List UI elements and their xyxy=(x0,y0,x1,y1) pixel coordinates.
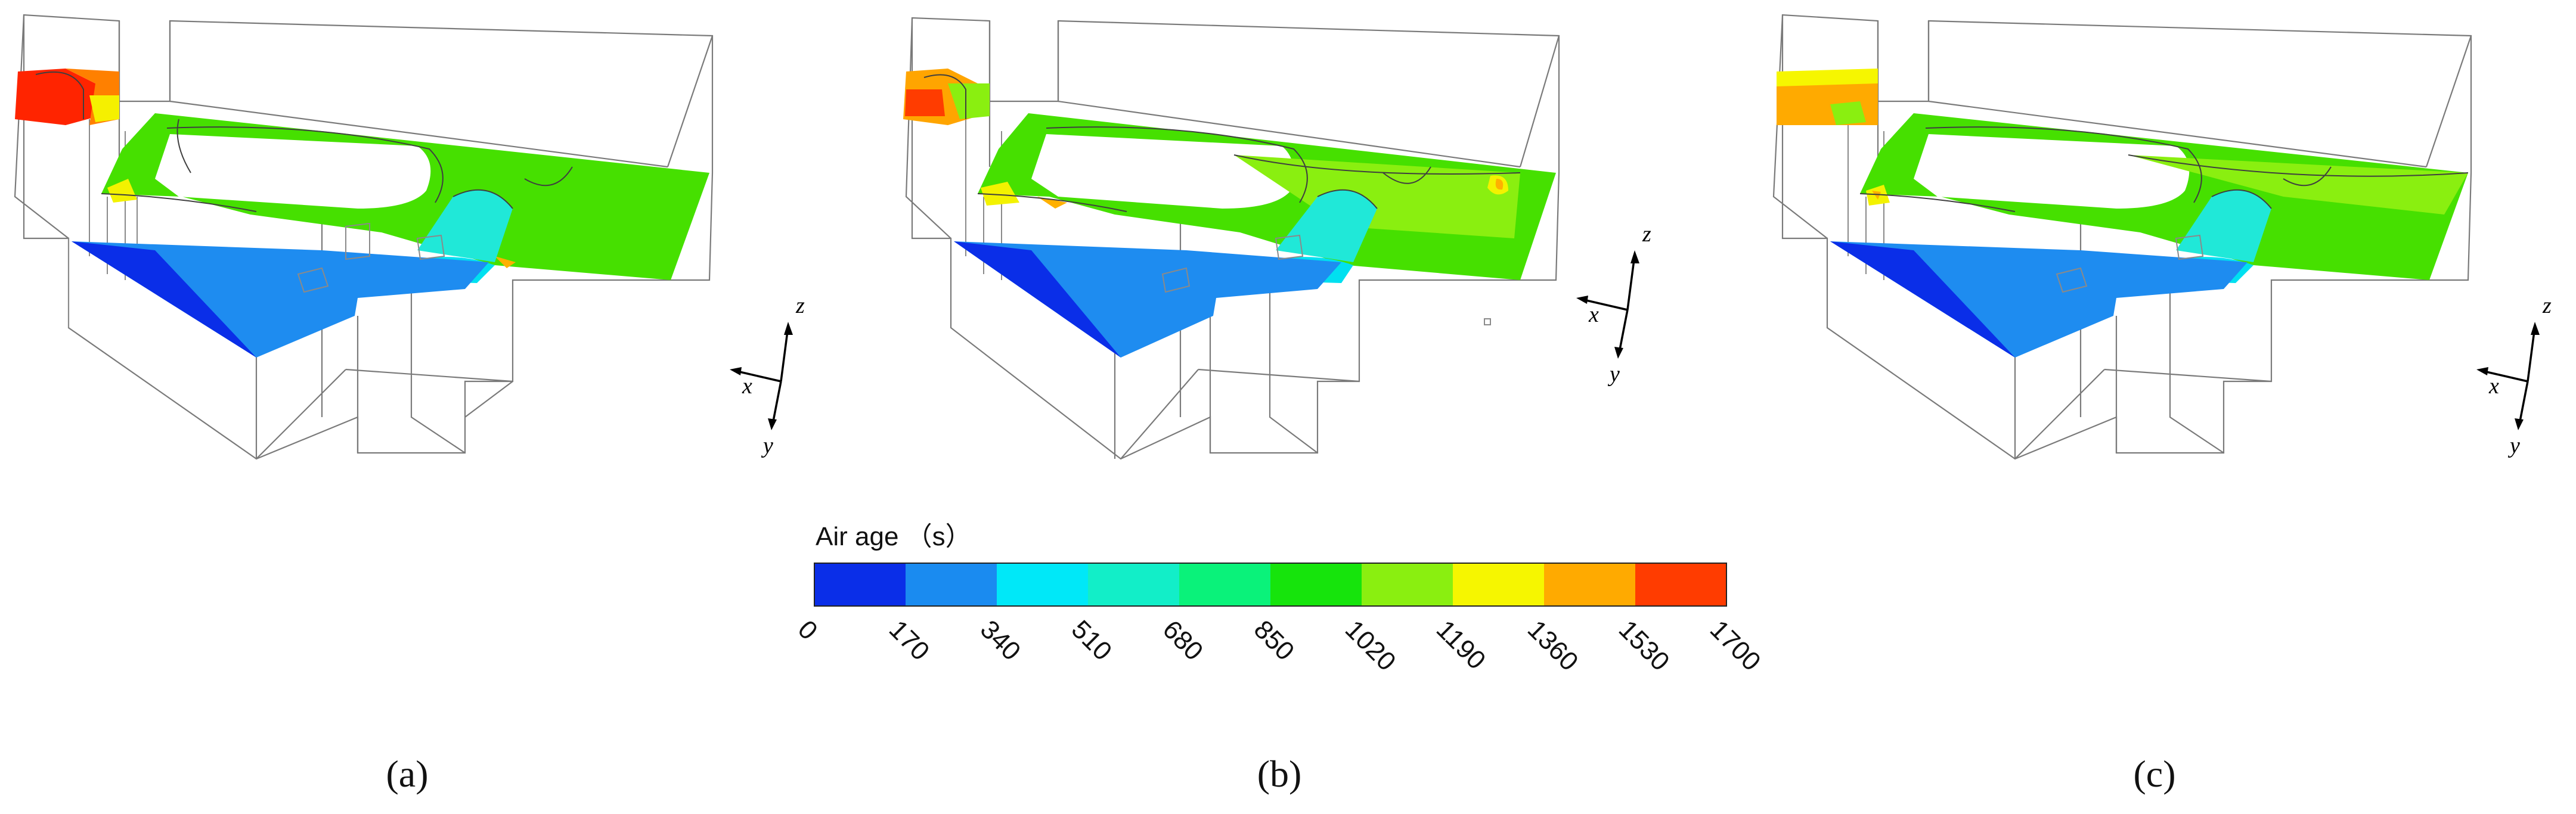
panel-b xyxy=(903,17,1560,460)
axis-label-x-c: x xyxy=(2488,374,2499,399)
legend-tick-label: 510 xyxy=(1066,614,1118,666)
legend-swatch-0 xyxy=(814,563,906,606)
legend-tick-label: 1700 xyxy=(1704,614,1766,676)
panel-label-b: (b) xyxy=(1257,753,1302,795)
axis-label-y-a: y xyxy=(761,433,773,458)
panel-label-c: (c) xyxy=(2133,753,2175,795)
legend-title: Air age （s） xyxy=(816,522,972,551)
legend-tick-label: 1360 xyxy=(1522,614,1584,676)
legend-tick-label: 340 xyxy=(975,614,1027,666)
slice-hole-c xyxy=(1914,134,2190,209)
panel-a xyxy=(14,14,714,460)
slice-hole-b xyxy=(1031,134,1294,209)
legend-swatch-6 xyxy=(1362,563,1453,606)
inlet-region-a xyxy=(15,69,98,125)
axes-triad-b: z x y xyxy=(1576,222,1651,387)
legend-tick-label: 1530 xyxy=(1613,614,1675,676)
air-age-slice-lower-a xyxy=(72,241,489,358)
axis-label-z-a: z xyxy=(795,293,805,318)
panel-c xyxy=(1772,14,2472,460)
axis-label-y-b: y xyxy=(1607,362,1620,387)
legend-border xyxy=(814,563,1727,607)
legend-tick-label: 1020 xyxy=(1340,614,1402,676)
axis-label-z-c: z xyxy=(2542,293,2552,318)
legend-swatch-3 xyxy=(1088,563,1180,606)
legend-swatch-8 xyxy=(1544,563,1636,606)
slice-hole-a xyxy=(155,134,431,209)
legend-swatch-2 xyxy=(997,563,1089,606)
legend-ticks: 0 170 340 510 680 850 1020 1190 1360 1530 1700 xyxy=(792,614,1766,676)
legend-tick-label: 170 xyxy=(884,614,935,666)
legend-colorbar xyxy=(814,563,1727,607)
axis-label-x-a: x xyxy=(742,374,752,399)
axis-label-z-b: z xyxy=(1642,222,1651,247)
legend-swatch-1 xyxy=(906,563,997,606)
axes-triad-a: z x y xyxy=(730,293,805,458)
legend: Air age （s） 0 170 340 510 680 850 1020 1190 1360… xyxy=(792,522,1766,676)
axis-label-x-b: x xyxy=(1588,302,1599,327)
legend-tick-label: 680 xyxy=(1157,614,1209,666)
legend-tick-label: 1190 xyxy=(1431,614,1492,675)
legend-swatch-4 xyxy=(1179,563,1271,606)
legend-tick-label: 850 xyxy=(1248,614,1300,666)
axes-triad-c: z x y xyxy=(2476,293,2552,458)
legend-tick-label: 0 xyxy=(792,614,823,645)
panel-label-a: (a) xyxy=(386,753,428,795)
air-age-slice-lower-b xyxy=(954,241,1341,358)
axis-label-y-c: y xyxy=(2507,433,2520,458)
legend-swatch-7 xyxy=(1453,563,1545,606)
legend-swatch-9 xyxy=(1635,563,1727,606)
legend-swatch-5 xyxy=(1270,563,1362,606)
air-age-slice-lower-c xyxy=(1830,241,2248,358)
